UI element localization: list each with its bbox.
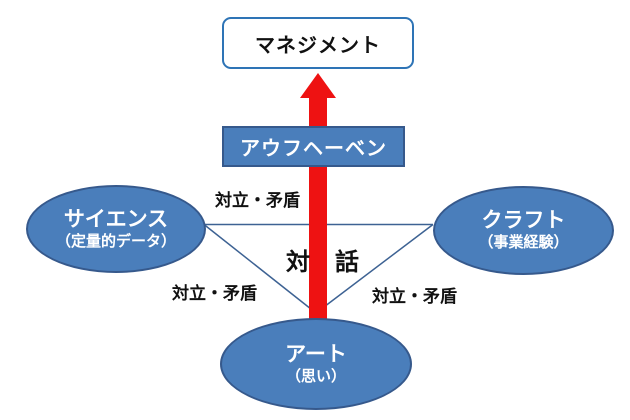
aufheben-label: アウフヘーベン: [240, 138, 387, 160]
red-arrow-head: [300, 73, 336, 98]
conflict-label-top: 対立・矛盾: [215, 191, 300, 210]
craft-sublabel: （事業経験）: [478, 234, 569, 252]
science-sublabel: （定量的データ）: [55, 232, 176, 250]
triangle-line-left: [203, 223, 317, 314]
conflict-label-bottom-right: 対立・矛盾: [372, 287, 457, 306]
art-node: アート （思い）: [220, 318, 412, 410]
science-node: サイエンス （定量的データ）: [26, 185, 206, 273]
triangle-line-right: [315, 223, 434, 314]
dialogue-label: 対話: [286, 249, 384, 276]
management-node: マネジメント: [222, 17, 414, 69]
craft-node: クラフト （事業経験）: [433, 186, 614, 275]
aufheben-node: アウフヘーベン: [222, 126, 405, 167]
conflict-label-bottom-left: 対立・矛盾: [172, 284, 257, 303]
science-label: サイエンス: [63, 207, 169, 231]
art-sublabel: （思い）: [285, 367, 346, 385]
management-label: マネジメント: [255, 34, 381, 57]
craft-label: クラフト: [481, 209, 566, 233]
art-label: アート: [285, 342, 347, 366]
